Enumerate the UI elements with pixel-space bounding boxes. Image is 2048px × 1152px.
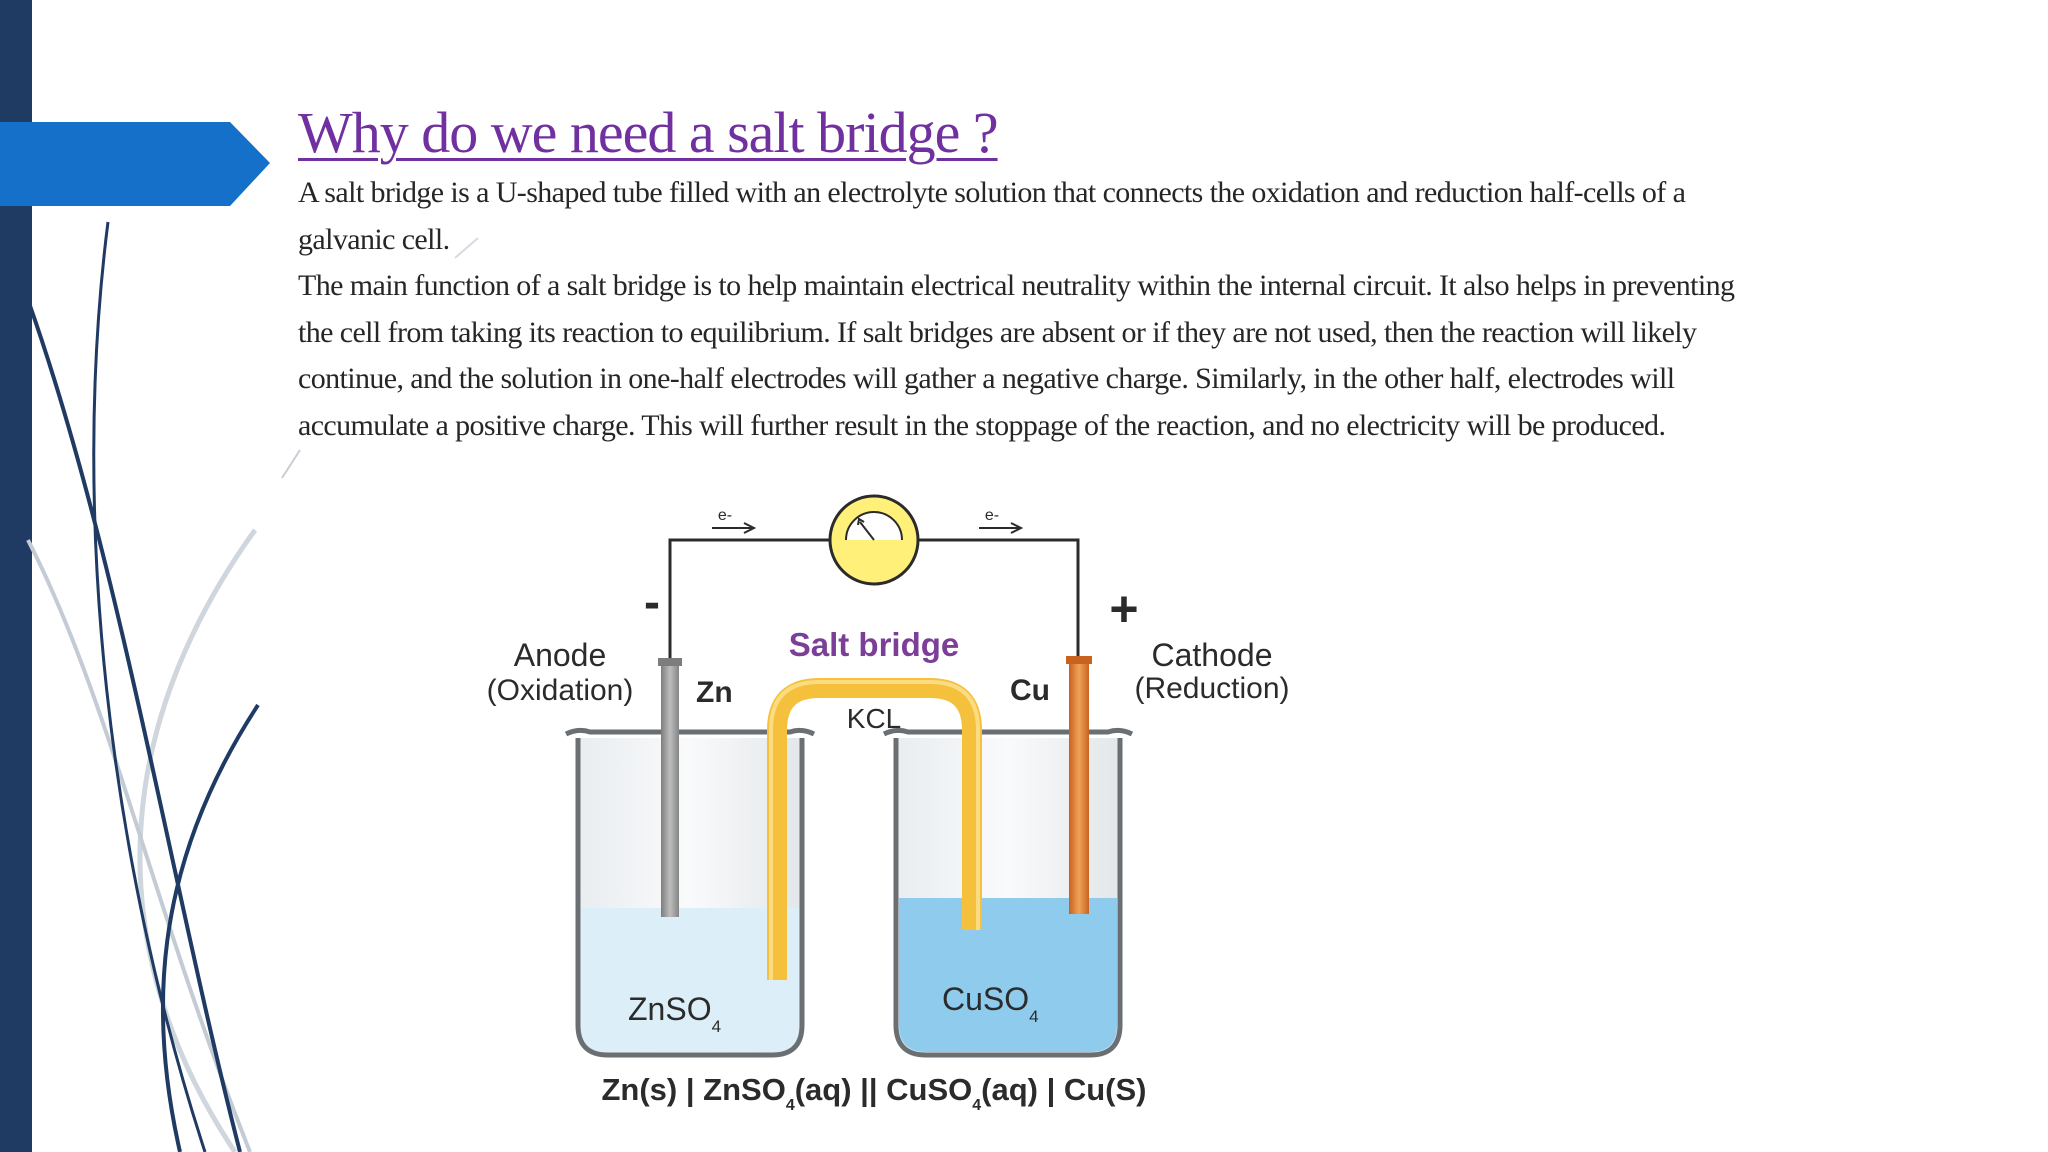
galvanic-cell-diagram: e- e- - + Anode (Oxidation) Zn Salt brid… bbox=[487, 494, 1290, 1114]
galvanometer bbox=[828, 494, 920, 586]
cu-electrode bbox=[1069, 660, 1089, 914]
znso4-label: ZnSO4 bbox=[628, 991, 721, 1036]
anode-subtitle: (Oxidation) bbox=[487, 674, 634, 707]
cell-notation: Zn(s) | ZnSO4(aq) || CuSO4(aq) | Cu(S) bbox=[601, 1072, 1146, 1114]
paragraph-function: The main function of a salt bridge is to… bbox=[298, 269, 1735, 442]
curve-thin-2 bbox=[454, 237, 479, 259]
curve-light-2 bbox=[26, 539, 252, 1152]
slide-body: A salt bridge is a U-shaped tube filled … bbox=[298, 170, 1768, 449]
salt-bridge-tube bbox=[767, 678, 982, 980]
circuit-wire bbox=[668, 538, 1080, 666]
plus-sign: + bbox=[1109, 581, 1138, 637]
electron-arrow-right bbox=[979, 522, 1024, 534]
cuso4-solution bbox=[899, 898, 1117, 1052]
curve-dark-2 bbox=[26, 299, 242, 1152]
anode-title: Anode bbox=[514, 637, 607, 673]
minus-sign: - bbox=[644, 576, 660, 629]
zn-electrode bbox=[661, 662, 679, 917]
curve-dark-1 bbox=[92, 221, 207, 1152]
curve-light-1 bbox=[137, 528, 258, 1152]
curve-thin-1 bbox=[281, 449, 301, 479]
electron-label-right: e- bbox=[985, 507, 999, 524]
cu-electrode-top bbox=[1066, 656, 1092, 664]
paragraph-definition: A salt bridge is a U-shaped tube filled … bbox=[298, 176, 1686, 256]
cathode-title: Cathode bbox=[1152, 637, 1273, 673]
zn-electrode-top bbox=[658, 658, 682, 666]
zn-label: Zn bbox=[696, 676, 733, 709]
arrow-tab bbox=[0, 122, 270, 206]
cu-label: Cu bbox=[1010, 674, 1050, 707]
electron-label-left: e- bbox=[718, 507, 732, 524]
cathode-subtitle: (Reduction) bbox=[1134, 672, 1289, 705]
cuso4-label: CuSO4 bbox=[942, 981, 1039, 1026]
salt-bridge-highlight bbox=[769, 680, 980, 980]
electron-arrow-left bbox=[712, 522, 757, 534]
beaker-right bbox=[882, 727, 1134, 1058]
salt-bridge-label: Salt bridge bbox=[789, 626, 960, 663]
slide-title: Why do we need a salt bridge ? bbox=[298, 100, 999, 165]
curve-dark-3 bbox=[160, 703, 260, 1152]
beaker-left bbox=[564, 727, 816, 1058]
znso4-solution bbox=[581, 908, 799, 1052]
